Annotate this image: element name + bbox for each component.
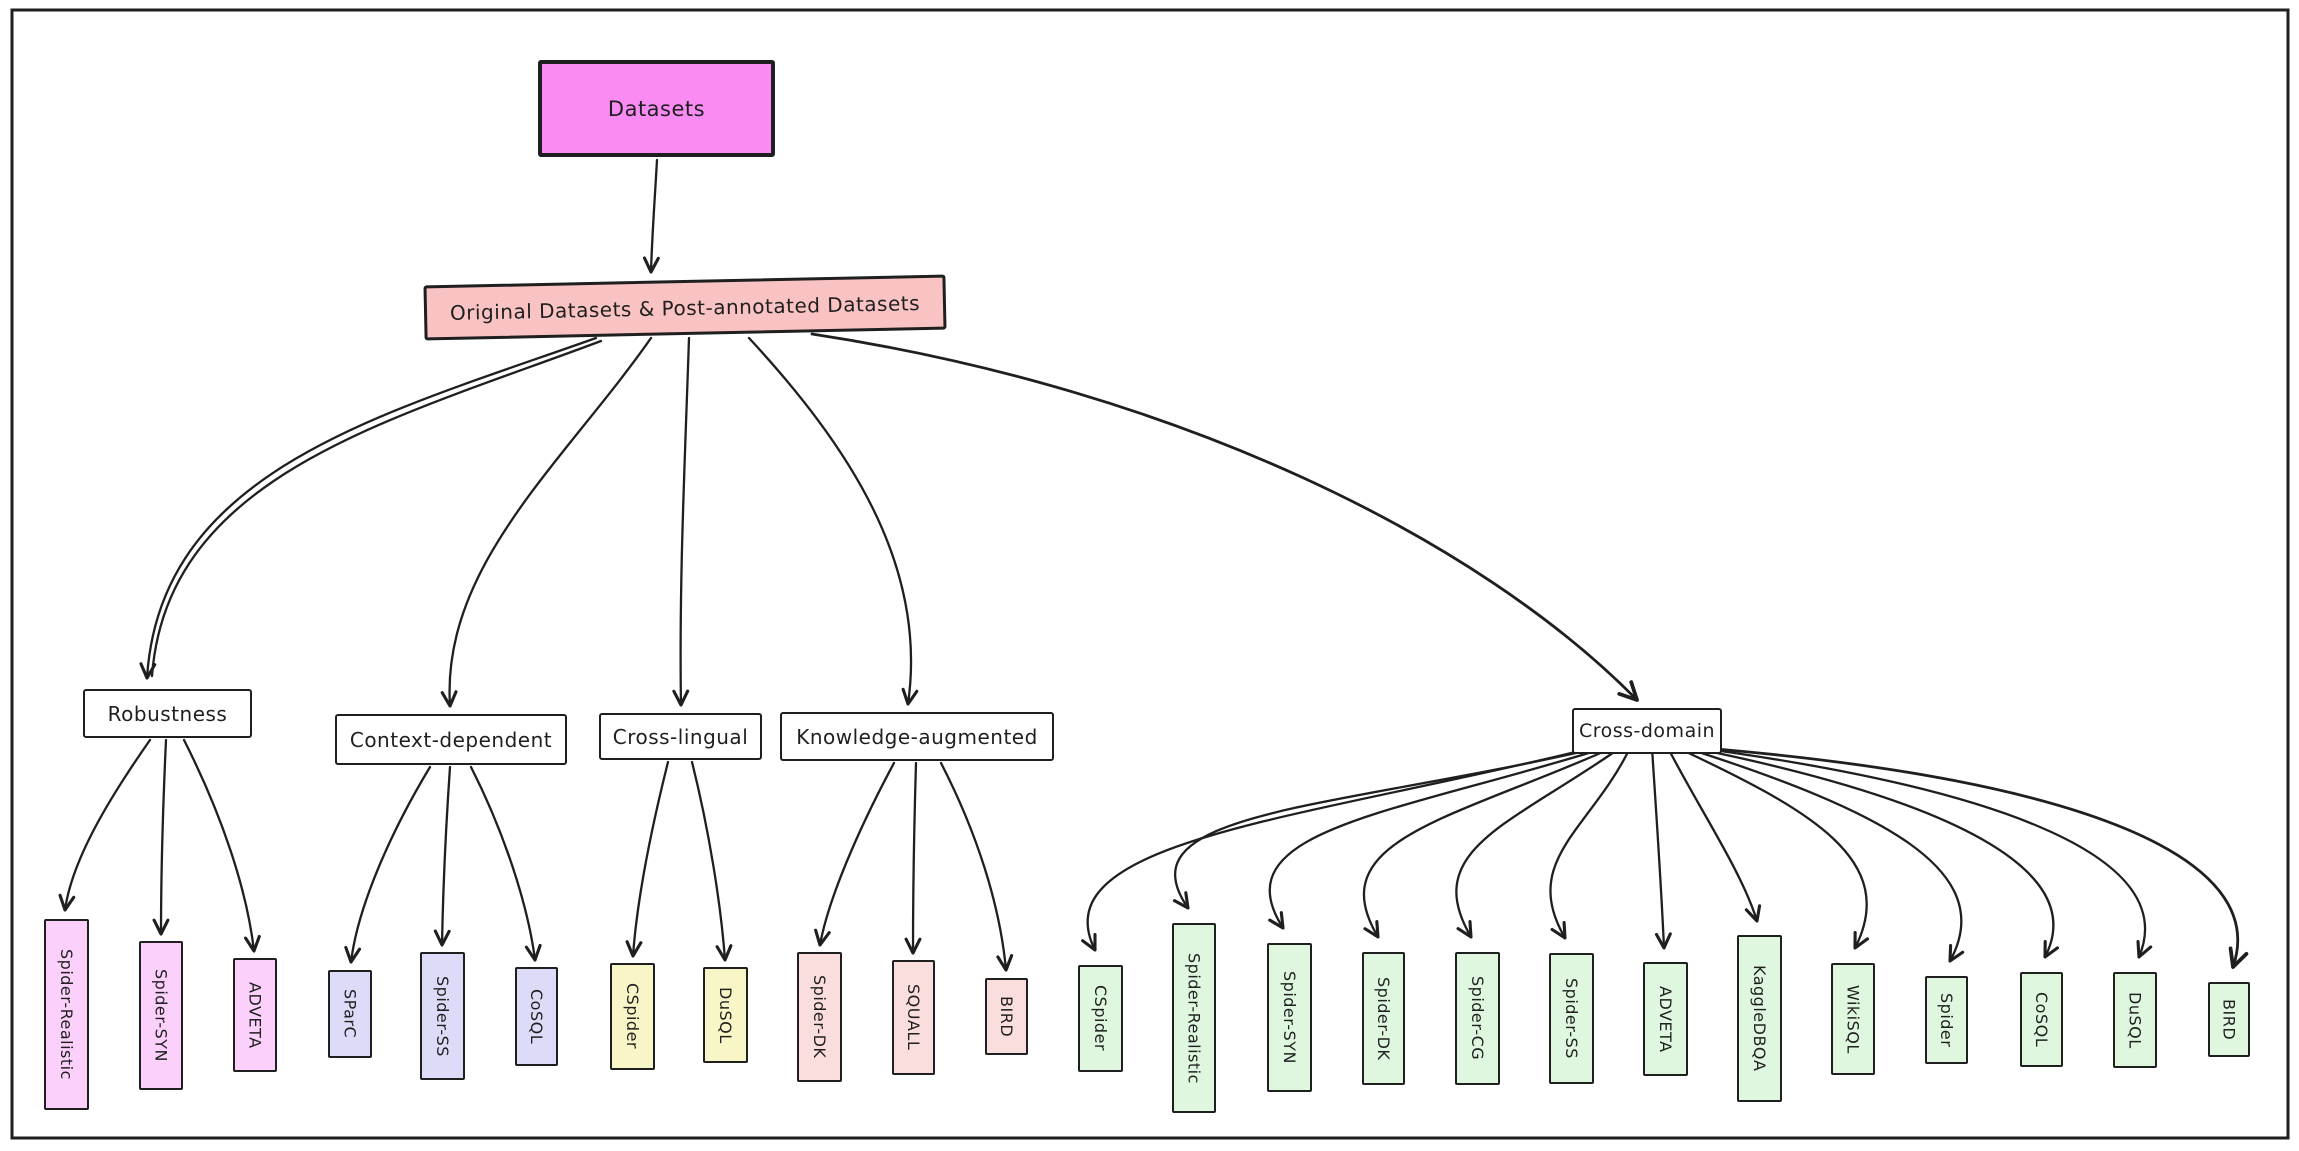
edge-knowledge-to-squall (904, 761, 922, 955)
leaf-label: Spider-CG (1468, 976, 1487, 1061)
node-cross-lingual-label: Cross-lingual (612, 724, 749, 749)
leaf-domain-spider-dk: Spider-DK (1362, 952, 1405, 1085)
leaf-context-sparc: SParC (328, 970, 372, 1058)
edge-robustness-to-spider-syn (152, 738, 170, 936)
edge-domain-to-cspider (1081, 746, 1594, 952)
leaf-label: Spider-Realistic (57, 949, 76, 1080)
edge-original-to-robustness-double (150, 339, 603, 678)
edge-domain-to-spider (1684, 746, 1965, 963)
node-original-datasets-label: Original Datasets & Post-annotated Datas… (449, 290, 921, 325)
leaf-label: Spider-DK (1374, 976, 1393, 1061)
edge-robustness-to-adveta (182, 738, 261, 953)
leaf-label: BIRD (997, 995, 1016, 1038)
node-cross-domain: Cross-domain (1572, 708, 1722, 754)
leaf-domain-dusql: DuSQL (2113, 972, 2157, 1068)
edge-domain-to-spider-realistic (1172, 746, 1600, 910)
leaf-label: Spider (1937, 992, 1956, 1048)
edge-domain-to-cosql (1691, 746, 2060, 959)
edge-domain-to-spider-dk (1363, 746, 1614, 939)
leaf-label: CoSQL (527, 988, 546, 1045)
edge-domain-to-bird (1702, 746, 2249, 969)
leaf-lingual-dusql: DuSQL (703, 967, 748, 1063)
leaf-label: Spider-Realistic (1184, 952, 1204, 1084)
leaf-domain-cspider: CSpider (1078, 965, 1123, 1072)
edge-domain-to-dusql (1697, 746, 2153, 959)
leaf-label: CSpider (1091, 985, 1110, 1052)
leaf-domain-spider-realistic: Spider-Realistic (1172, 923, 1216, 1113)
leaf-label: Spider-DK (810, 975, 829, 1059)
edge-robustness-to-spider-realistic (58, 738, 152, 912)
node-cross-domain-label: Cross-domain (1578, 720, 1716, 742)
edge-lingual-to-cspider (625, 760, 670, 958)
leaf-label: Spider-SS (433, 975, 452, 1057)
leaf-label: ADVETA (245, 981, 265, 1049)
node-original-datasets: Original Datasets & Post-annotated Datas… (423, 274, 947, 341)
leaf-knowledge-spider-dk: Spider-DK (797, 952, 842, 1082)
edge-original-to-knowledge-augmented (747, 336, 919, 706)
leaf-domain-wikisql: WikiSQL (1831, 963, 1875, 1075)
leaf-domain-adveta: ADVETA (1643, 962, 1688, 1076)
node-datasets: Datasets (538, 60, 775, 157)
leaf-label: KaggleDBQA (1750, 965, 1769, 1072)
leaf-label: BIRD (2219, 998, 2239, 1041)
edge-domain-to-wikisql (1676, 746, 1869, 950)
edge-context-to-cosql (469, 765, 542, 962)
leaf-knowledge-squall: SQUALL (892, 960, 935, 1075)
leaf-label: SQUALL (904, 984, 923, 1051)
leaf-domain-spider-ss: Spider-SS (1549, 953, 1594, 1084)
node-knowledge-augmented: Knowledge-augmented (780, 712, 1054, 761)
leaf-label: CoSQL (2032, 991, 2051, 1048)
node-knowledge-augmented-label: Knowledge-augmented (796, 724, 1038, 749)
leaf-context-spider-ss: Spider-SS (420, 952, 465, 1080)
leaf-domain-spider-syn: Spider-SYN (1267, 943, 1312, 1092)
leaf-domain-spider: Spider (1925, 976, 1968, 1064)
leaf-label: ADVETA (1656, 985, 1675, 1053)
leaf-label: Spider-SYN (1280, 971, 1299, 1064)
node-robustness-label: Robustness (107, 701, 228, 726)
leaf-label: WikiSQL (1843, 984, 1863, 1054)
node-context-dependent-label: Context-dependent (349, 727, 553, 752)
leaf-label: CSpider (623, 983, 642, 1050)
leaf-domain-bird: BIRD (2208, 982, 2250, 1057)
edge-original-to-context-dependent (440, 336, 653, 708)
leaf-label: DuSQL (716, 986, 735, 1044)
edge-context-to-spider-ss (433, 765, 452, 947)
leaf-domain-cosql: CoSQL (2020, 972, 2063, 1067)
edge-knowledge-to-bird (939, 761, 1014, 972)
edge-context-to-sparc (344, 765, 432, 964)
edge-lingual-to-dusql (690, 760, 733, 962)
leaf-lingual-cspider: CSpider (610, 963, 655, 1070)
outer-frame (10, 8, 2290, 1140)
leaf-label: Spider-SS (1562, 978, 1581, 1059)
node-robustness: Robustness (83, 689, 252, 738)
edge-original-to-cross-lingual (672, 336, 691, 707)
edge-original-to-robustness (139, 336, 598, 680)
leaf-robustness-spider-syn: Spider-SYN (139, 941, 183, 1090)
edge-original-to-cross-domain (810, 332, 1639, 702)
edge-domain-to-spider-cg (1455, 746, 1622, 939)
leaf-domain-kaggledbqa: KaggleDBQA (1737, 935, 1782, 1102)
leaf-domain-spider-cg: Spider-CG (1455, 952, 1500, 1085)
leaf-knowledge-bird: BIRD (985, 978, 1028, 1055)
edge-datasets-to-original (642, 158, 660, 274)
edge-knowledge-to-spider-dk (814, 761, 896, 947)
leaf-robustness-spider-realistic: Spider-Realistic (44, 919, 89, 1110)
edge-domain-to-spider-syn (1268, 746, 1607, 930)
leaf-label: SParC (340, 989, 360, 1039)
node-context-dependent: Context-dependent (335, 714, 567, 765)
edge-domain-to-spider-ss (1549, 746, 1632, 940)
leaf-label: DuSQL (2125, 991, 2145, 1049)
node-datasets-label: Datasets (607, 96, 706, 121)
leaf-label: Spider-SYN (151, 969, 171, 1062)
edge-domain-to-kaggledbqa (1666, 746, 1762, 923)
leaf-context-cosql: CoSQL (515, 967, 558, 1066)
edge-domain-to-adveta (1650, 746, 1672, 950)
leaf-robustness-adveta: ADVETA (233, 958, 277, 1072)
node-cross-lingual: Cross-lingual (599, 713, 762, 760)
